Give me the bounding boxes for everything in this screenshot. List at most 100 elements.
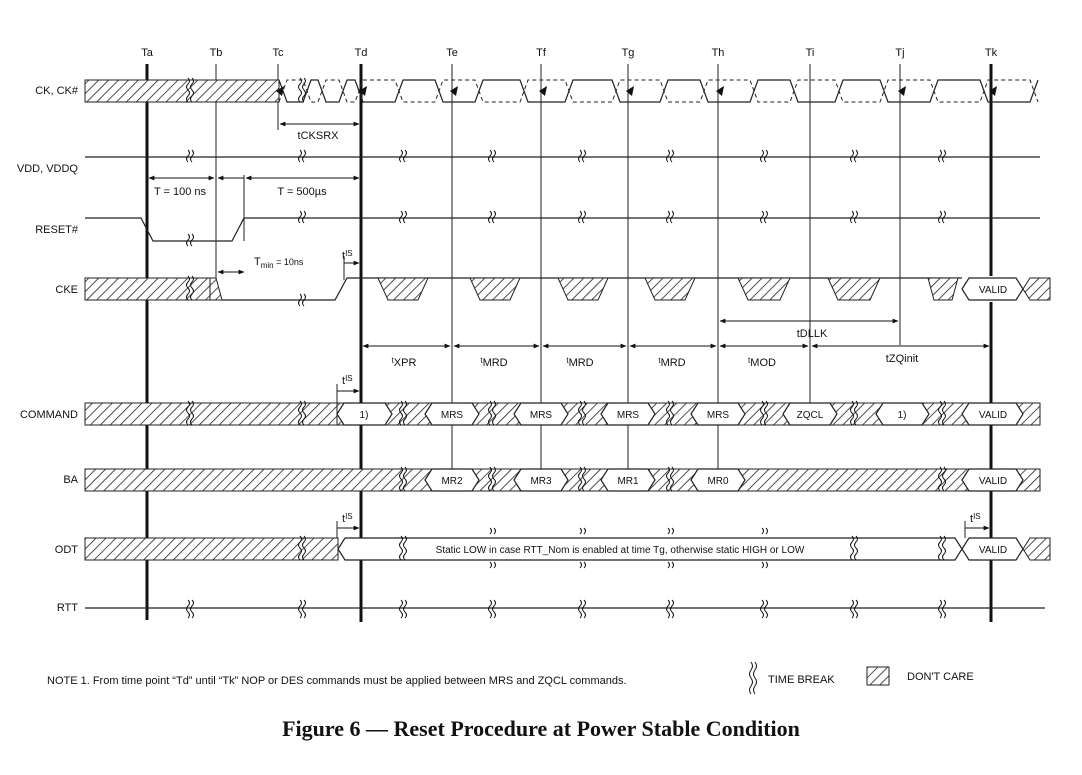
figure-caption: Figure 6 — Reset Procedure at Power Stab…	[282, 716, 800, 741]
tis-cke-annotation: tIS	[342, 249, 360, 280]
tdllk-annotation: tDLLK	[719, 318, 899, 340]
signal-label-ba: BA	[63, 474, 78, 486]
tb-rtt-5	[578, 599, 586, 619]
tb-odt-8	[938, 535, 946, 561]
command-value-5: MRS	[707, 410, 730, 421]
tmrd-label-2: tMRD	[566, 356, 593, 369]
odt-note: Static LOW in case RTT_Nom is enabled at…	[436, 545, 805, 556]
ck-waveform	[84, 79, 1039, 103]
tb-cmd-2	[298, 400, 306, 426]
tcksrx-label: tCKSRX	[298, 130, 340, 142]
tb-vdd-4	[488, 149, 496, 163]
ck-clock-dashed	[278, 79, 1039, 103]
tzqinit-label: tZQinit	[886, 353, 918, 365]
tb-ba-4	[666, 466, 674, 492]
tb-reset-5	[578, 210, 586, 224]
timing-arrows-row: tXPR tMRD tMRD tMRD tMOD tZQinit	[362, 343, 990, 369]
ba-box-5	[961, 468, 1024, 492]
signal-label-reset: RESET#	[35, 224, 79, 236]
tmrd-label-3: tMRD	[658, 356, 685, 369]
tb-vdd-6	[666, 149, 674, 163]
time-label-ta: Ta	[141, 47, 154, 59]
command-box-3	[513, 402, 569, 426]
tb-vdd-2	[298, 149, 306, 163]
tb-odt-7	[850, 535, 858, 561]
dont-care-legend-label: DON'T CARE	[907, 671, 974, 683]
tb-ba-2	[488, 466, 496, 492]
ck-edge-arrow-tc	[276, 86, 284, 96]
tdllk-label: tDLLK	[797, 328, 828, 340]
tmin-sub: min	[261, 261, 274, 270]
tis-odt-annotations: tIS tIS	[336, 512, 990, 538]
time-label-tg: Tg	[622, 47, 635, 59]
tb-vdd-8	[850, 149, 858, 163]
command-box-1	[336, 402, 393, 426]
cke-dont-care-te	[377, 277, 429, 301]
tb-rtt-9	[938, 599, 946, 619]
tb-reset-2	[298, 210, 306, 224]
command-box-8	[961, 402, 1024, 426]
time-label-td: Td	[355, 47, 368, 59]
command-value-3: MRS	[530, 410, 553, 421]
tmin-annotation: Tmin = 10ns	[217, 256, 304, 275]
ba-box-3	[600, 468, 656, 492]
ck-edge-arrow-tf	[539, 86, 547, 96]
tb-vdd-5	[578, 149, 586, 163]
tmin-value: = 10ns	[274, 257, 304, 267]
tb-odt-1	[298, 535, 306, 561]
tb-rtt-8	[850, 599, 858, 619]
timing-diagram: Ta Tb Tc Td Te Tf Tg Th Ti Tj Tk CK, CK#…	[17, 47, 1051, 695]
command-box-7	[875, 402, 930, 426]
time-break-legend-icon	[749, 661, 757, 695]
tb-odt-4	[579, 527, 586, 569]
odt-valid-label: VALID	[979, 545, 1007, 556]
tb-cmd-3	[399, 400, 407, 426]
tb-cmd-7	[760, 400, 768, 426]
time-label-ti: Ti	[806, 47, 815, 59]
tb-cmd-8	[850, 400, 858, 426]
tb-reset-4	[488, 210, 496, 224]
tb-vdd-7	[760, 149, 768, 163]
time-label-tk: Tk	[985, 47, 998, 59]
tb-ck-2	[298, 77, 306, 103]
signal-label-ck: CK, CK#	[35, 85, 79, 97]
ba-box-4	[690, 468, 746, 492]
tb-reset-3	[399, 210, 407, 224]
tb-cke-1	[186, 275, 194, 301]
tb-cmd-5	[578, 400, 586, 426]
command-value-1: 1)	[360, 410, 369, 421]
t-500us-label: T = 500µs	[277, 186, 327, 198]
t-100ns-label: T = 100 ns	[154, 186, 207, 198]
cke-waveform: VALID	[84, 276, 1051, 302]
ba-value-2: MR3	[530, 476, 552, 487]
ck-clock-solid	[278, 79, 1039, 103]
tmrd-label-1: tMRD	[480, 356, 507, 369]
tb-ba-1	[399, 466, 407, 492]
time-point-labels: Ta Tb Tc Td Te Tf Tg Th Ti Tj Tk	[141, 47, 997, 59]
ba-box-1	[424, 468, 480, 492]
tmin-label: Tmin = 10ns	[254, 256, 304, 270]
tb-odt-2	[399, 535, 407, 561]
time-label-tf: Tf	[536, 47, 547, 59]
reset-waveform	[85, 217, 1040, 242]
command-value-7: 1)	[898, 410, 907, 421]
time-break-symbols	[186, 77, 946, 619]
command-box-5	[690, 402, 746, 426]
command-waveform: 1) MRS MRS MRS MRS ZQCL 1) VALID	[84, 402, 1041, 426]
tb-reset-7	[760, 210, 768, 224]
command-value-2: MRS	[441, 410, 464, 421]
tb-cmd-1	[186, 400, 194, 426]
tb-odt-5	[667, 527, 674, 569]
signal-label-command: COMMAND	[20, 409, 78, 421]
cke-dont-care-tj	[827, 277, 881, 301]
cke-dont-care-region	[84, 277, 216, 301]
tb-cmd-6	[666, 400, 674, 426]
tis-odt-label-2: tIS	[970, 512, 981, 525]
command-value-4: MRS	[617, 410, 640, 421]
signal-label-cke: CKE	[55, 284, 78, 296]
tb-rtt-2	[298, 599, 306, 619]
tb-rtt-1	[186, 599, 194, 619]
cke-dont-care-end	[1022, 277, 1051, 301]
cke-dont-care-ti	[737, 277, 791, 301]
tb-ba-5	[938, 466, 946, 492]
